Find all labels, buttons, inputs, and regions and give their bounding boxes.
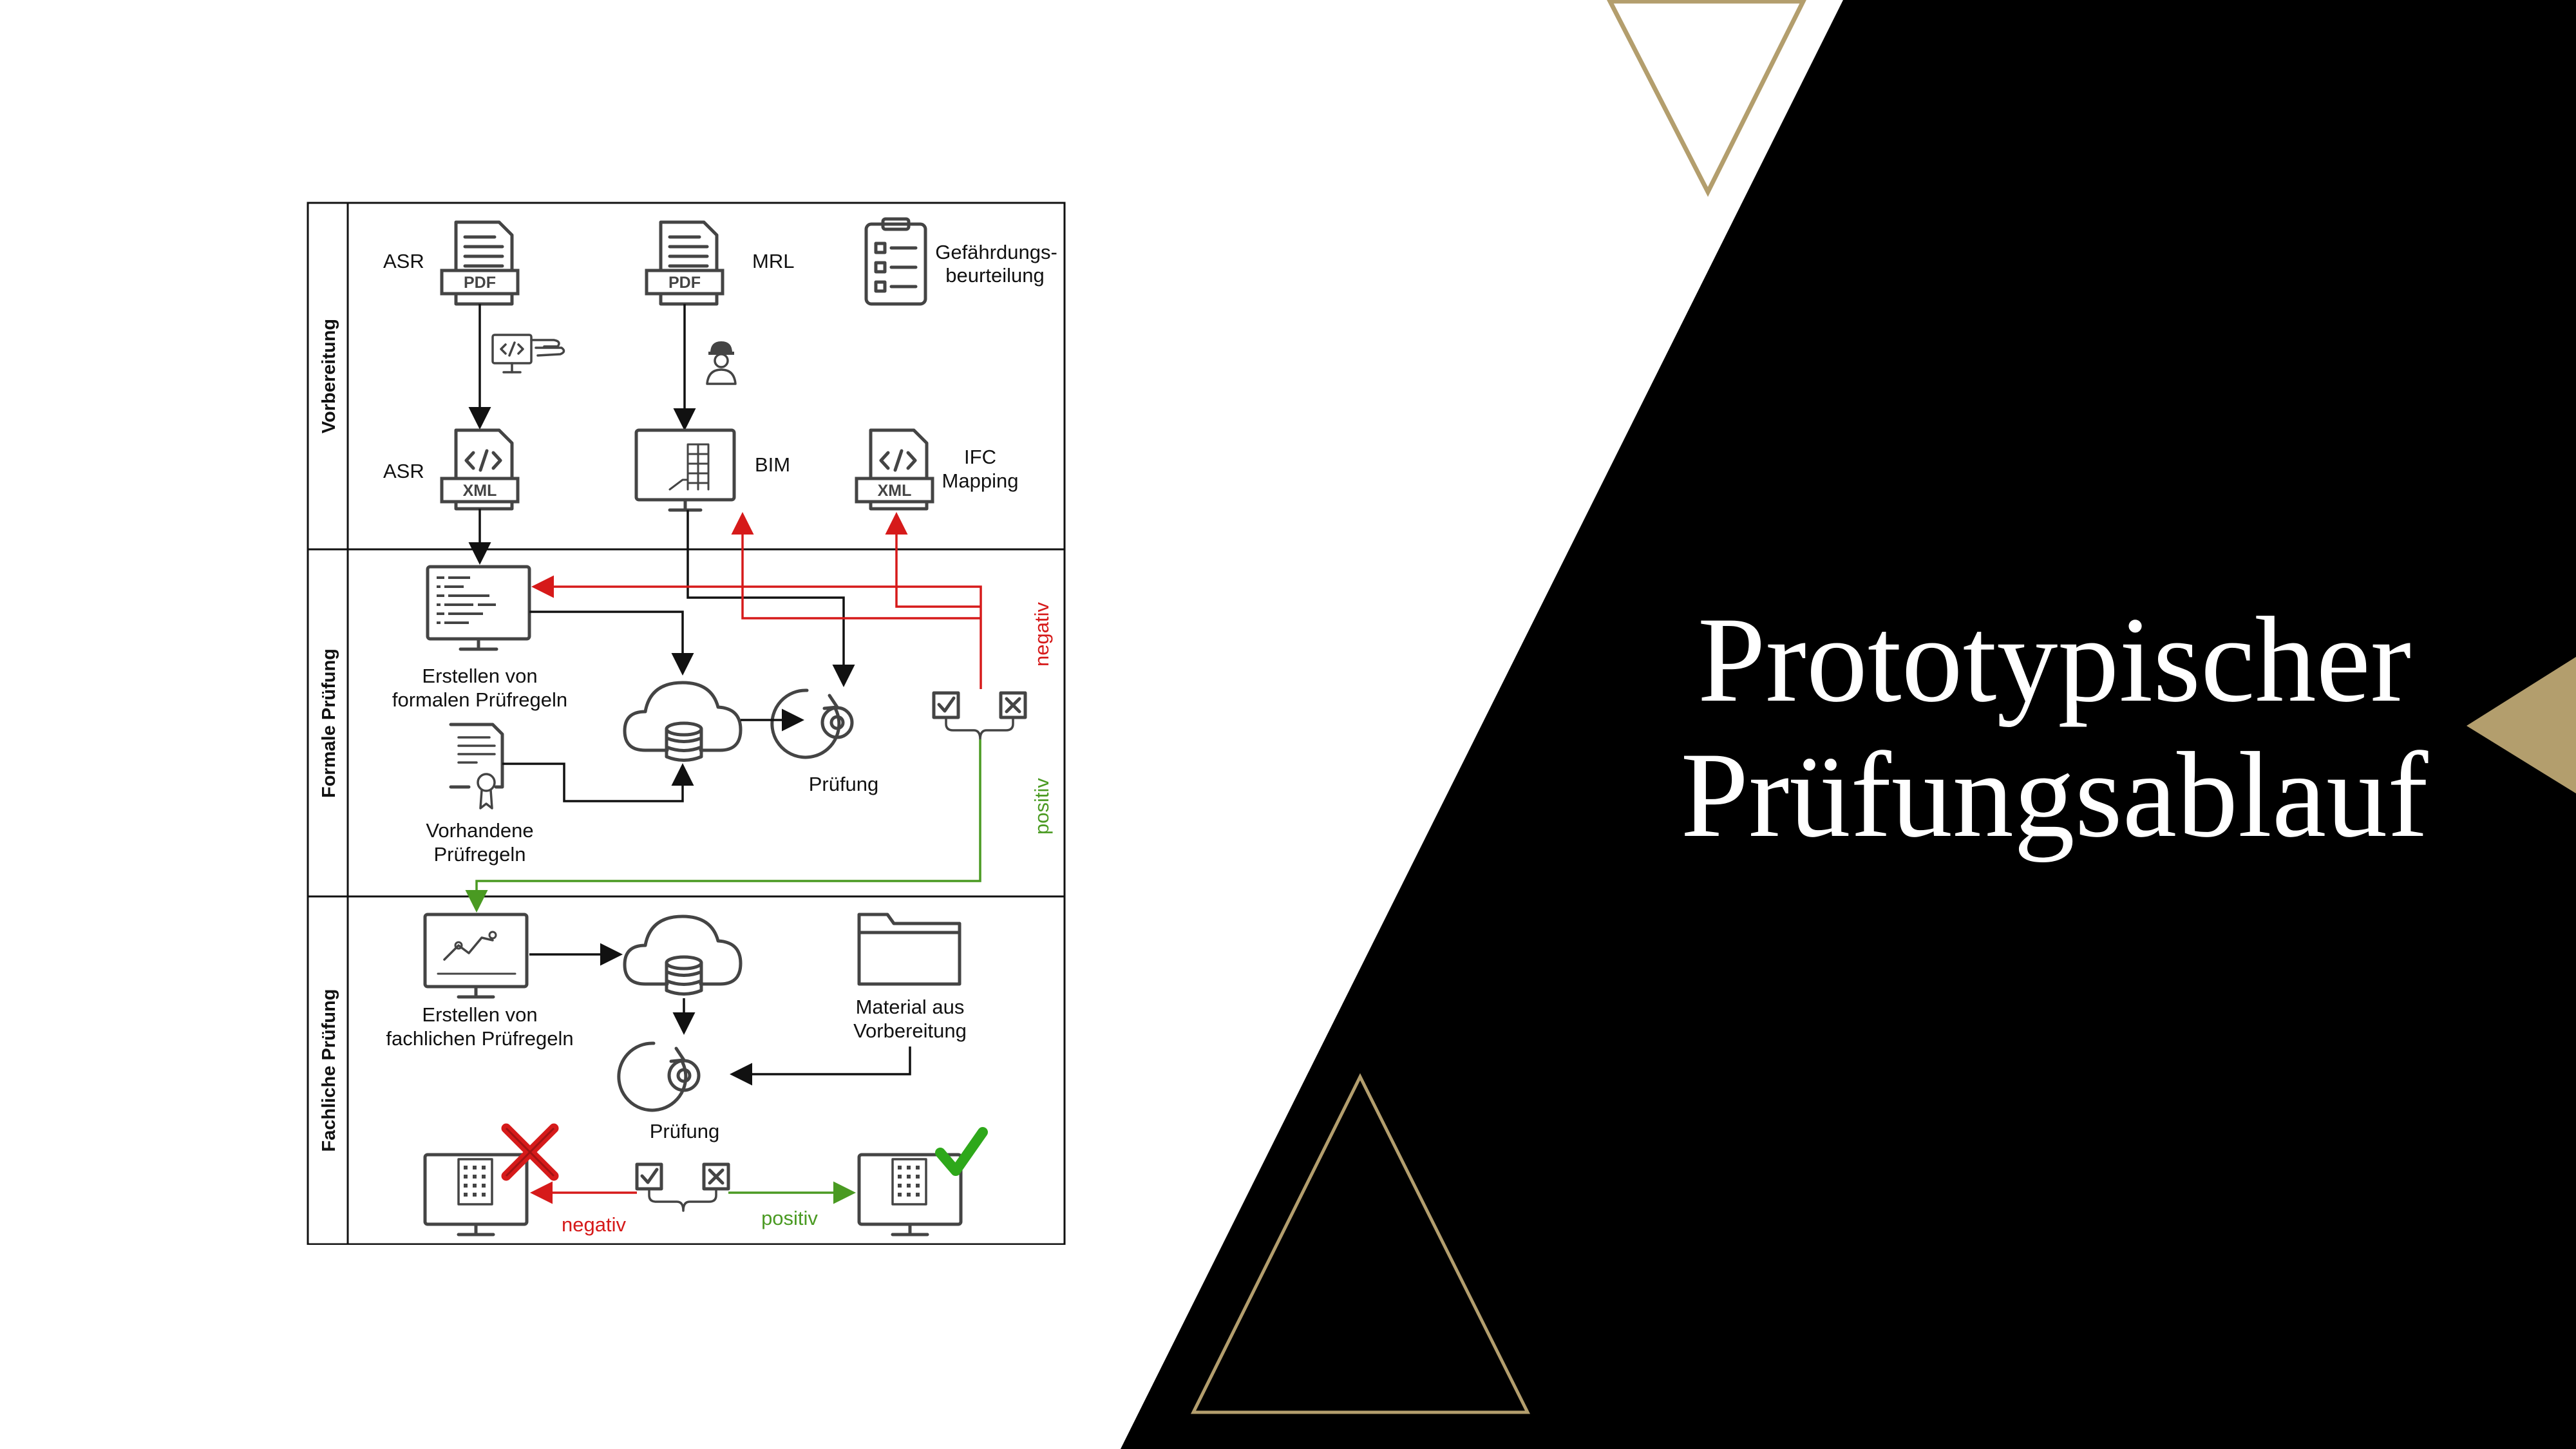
label-erstellen-fach-line1: Erstellen von: [422, 1003, 537, 1026]
label-positiv-formal: positiv: [1030, 778, 1053, 835]
gold-triangle-top: [1607, 0, 1806, 197]
cross-box-icon: [702, 1162, 730, 1191]
slide-title: Prototypischer Prüfungsablauf: [1591, 592, 2518, 863]
folder-icon: [857, 913, 961, 986]
building-monitor-icon: [423, 1153, 529, 1236]
lane-label-fachliche-pruefung: Fachliche Prüfung: [319, 989, 339, 1152]
slide-title-line2: Prüfungsablauf: [1680, 728, 2429, 863]
label-asr-xml: ASR: [383, 460, 424, 482]
arrow-positiv-to-fachlich: [465, 739, 981, 913]
label-negativ-formal: negativ: [1030, 602, 1053, 667]
label-erstellen-fach-line2: fachlichen Prüfregeln: [386, 1027, 573, 1050]
slide-title-line1: Prototypischer: [1697, 592, 2412, 728]
lane-label-formale-pruefung: Formale Prüfung: [319, 649, 339, 798]
label-vorhandene-line2: Prüfregeln: [433, 843, 526, 866]
label-bim: BIM: [755, 453, 790, 476]
code-monitor-icon: [426, 565, 531, 651]
cloud-database-icon: [623, 681, 743, 762]
lane-label-vorbereitung: Vorbereitung: [319, 319, 339, 433]
hand-code-icon: [491, 334, 565, 374]
pdf-tag: PDF: [464, 274, 496, 292]
label-ifc-line1: IFC: [964, 446, 996, 468]
certificate-document-icon: [449, 723, 504, 810]
gear-refresh-icon: [617, 1041, 701, 1112]
gold-triangle-right: [2467, 657, 2576, 793]
label-pruefung-fach: Prüfung: [650, 1120, 720, 1142]
label-positiv-fach: positiv: [761, 1207, 818, 1229]
pdf-file-icon: PDF: [645, 220, 724, 306]
label-asr-pdf: ASR: [383, 250, 424, 272]
label-erstellen-formal-line2: formalen Prüfregeln: [392, 688, 567, 711]
arrow-editor-to-cloud: [529, 611, 694, 676]
pdf-file-icon: PDF: [440, 220, 520, 306]
black-panel: [1121, 0, 2576, 1449]
arrow-bim-to-pruefung: [687, 510, 855, 687]
label-erstellen-formal-line1: Erstellen von: [422, 665, 537, 687]
label-gefaehrdung-line2: beurteilung: [945, 264, 1044, 287]
label-material-line2: Vorbereitung: [853, 1019, 967, 1042]
chart-monitor-icon: [423, 913, 529, 999]
gold-triangle-bottom: [1190, 1073, 1531, 1414]
process-diagram: Vorbereitung Formale Prüfung Fachliche P…: [307, 202, 1066, 1245]
label-mrl: MRL: [752, 250, 794, 272]
xml-file-icon: XML: [855, 428, 934, 511]
xml-tag: XML: [878, 482, 912, 500]
bim-monitor-icon: [634, 428, 736, 512]
label-negativ-fach: negativ: [562, 1213, 626, 1236]
worker-icon: [706, 341, 737, 385]
green-check-icon: [935, 1127, 988, 1176]
label-material-line1: Material aus: [856, 996, 965, 1018]
label-ifc-line2: Mapping: [942, 469, 1019, 492]
label-pruefung-formal: Prüfung: [809, 773, 879, 795]
arrow-negativ-to-editor: [531, 575, 982, 689]
arrow-negativ-to-bim: [731, 512, 981, 620]
arrow-material-to-pruefung: [730, 1046, 911, 1086]
red-cross-icon: [501, 1123, 559, 1181]
xml-tag: XML: [463, 482, 497, 500]
xml-file-icon: XML: [440, 428, 520, 511]
pdf-tag: PDF: [668, 274, 701, 292]
cloud-database-icon: [623, 914, 743, 996]
arrow-negativ-to-ifc: [885, 512, 981, 608]
gear-refresh-icon: [770, 688, 854, 759]
checklist-clipboard-icon: [864, 217, 927, 306]
building-monitor-icon: [857, 1153, 963, 1236]
arrow-certificate-to-cloud: [502, 762, 694, 802]
label-vorhandene-line1: Vorhandene: [426, 819, 533, 842]
label-gefaehrdung-line1: Gefährdungs-: [935, 241, 1057, 263]
